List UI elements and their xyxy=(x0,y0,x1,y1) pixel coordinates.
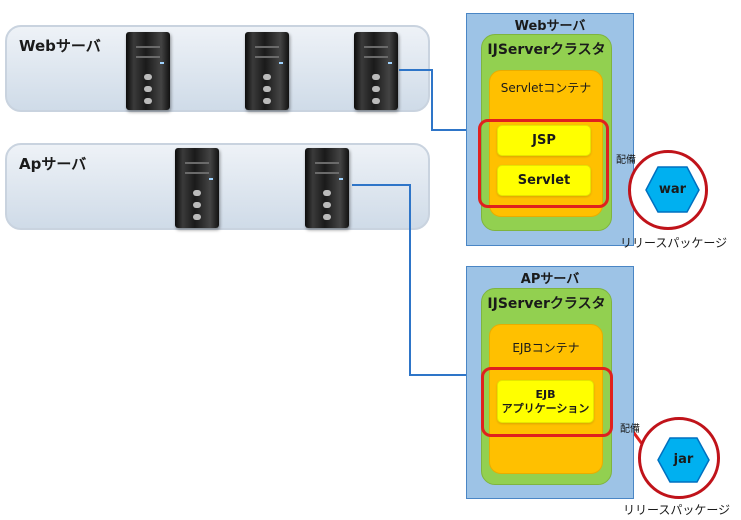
ejb-component-line2: アプリケーション xyxy=(501,401,590,415)
war-hexagon-icon xyxy=(645,166,700,213)
ap-cluster-label: IJServerクラスタ xyxy=(487,296,606,312)
war-caption: リリースパッケージ xyxy=(620,236,728,250)
jar-label: jar xyxy=(673,452,694,467)
ap-component-highlight xyxy=(481,367,613,437)
server-icon xyxy=(245,32,289,110)
deploy-label: 配備 xyxy=(616,155,636,166)
ejb-component-line1: EJB xyxy=(535,387,556,401)
ejb-container-label: EJBコンテナ xyxy=(512,341,580,355)
server-icon xyxy=(126,32,170,110)
ejb-application-component: EJB アプリケーション xyxy=(497,380,594,423)
web-server-title: Webサーバ xyxy=(514,19,586,34)
servlet-container-label: Servletコンテナ xyxy=(500,81,592,95)
web-group-label: Webサーバ xyxy=(19,37,101,55)
server-icon xyxy=(354,32,398,110)
web-component-highlight xyxy=(478,119,609,208)
deploy-label: 配備 xyxy=(620,424,640,435)
servlet-component: Servlet xyxy=(497,165,591,196)
web-connector-line xyxy=(399,69,466,131)
server-icon xyxy=(175,148,219,228)
war-label: war xyxy=(658,182,687,197)
jar-caption: リリースパッケージ xyxy=(623,503,731,517)
jar-hexagon-fill xyxy=(657,437,710,483)
ap-connector-line xyxy=(352,184,466,376)
ap-server-title: APサーバ xyxy=(520,272,580,287)
jsp-component: JSP xyxy=(497,125,591,156)
server-icon xyxy=(305,148,349,228)
ap-group-label: Apサーバ xyxy=(19,155,87,173)
web-cluster-label: IJServerクラスタ xyxy=(487,42,606,58)
